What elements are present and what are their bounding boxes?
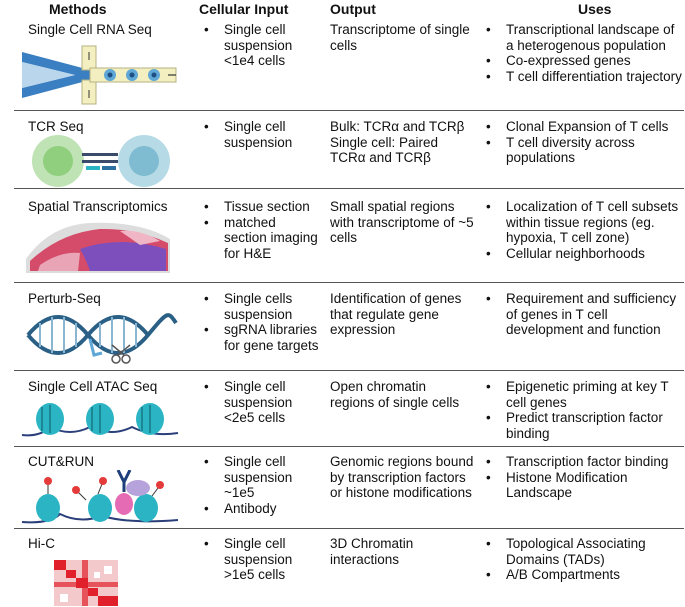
header-output: Output [330, 1, 376, 17]
contact-matrix-icon [54, 560, 118, 606]
input-item: Single cells suspension [200, 291, 320, 322]
input-item: Single cell suspension >1e5 cells [200, 536, 320, 583]
use-item: Histone Modification Landscape [482, 470, 682, 501]
use-item: Localization of T cell subsets within ti… [482, 199, 682, 246]
header-uses: Uses [578, 1, 612, 17]
antibody-nucleosome-icon [21, 470, 179, 524]
use-item: Predict transcription factor binding [482, 410, 682, 441]
row-divider [14, 188, 684, 189]
method-name: Single Cell ATAC Seq [28, 379, 158, 394]
row-divider [14, 370, 684, 371]
use-item: T cell differentiation trajectory [482, 69, 682, 85]
use-item: Co-expressed genes [482, 53, 682, 69]
use-item: Transcriptional landscape of a heterogen… [482, 22, 682, 53]
dna-scissors-icon [26, 313, 178, 364]
microfluidics-droplet-icon [22, 45, 177, 105]
t-cell-receptor-icon [32, 135, 170, 187]
output-text: 3D Chromatin interactions [330, 536, 414, 567]
output-text: Bulk: TCRα and TCRβ Single cell: Paired … [330, 119, 465, 165]
use-item: Topological Associating Domains (TADs) [482, 536, 682, 567]
input-item: Single cell suspension <1e4 cells [200, 22, 320, 69]
method-name: TCR Seq [28, 119, 84, 134]
use-item: Cellular neighborhoods [482, 246, 682, 262]
header-methods: Methods [49, 1, 107, 17]
output-text: Small spatial regions with transcriptome… [330, 199, 474, 245]
use-item: Requirement and sufficiency of genes in … [482, 291, 682, 338]
row-divider [14, 110, 684, 111]
use-item: Epigenetic priming at key T cell genes [482, 379, 682, 410]
input-item: Single cell suspension ~1e5 [200, 454, 320, 501]
use-item: A/B Compartments [482, 567, 682, 583]
header-cellular-input: Cellular Input [199, 1, 289, 17]
method-name: Hi-C [28, 536, 55, 551]
row-divider [14, 446, 684, 447]
input-item: Tissue section [200, 199, 320, 215]
input-item: matched section imaging for H&E [200, 215, 320, 262]
method-name: Single Cell RNA Seq [28, 22, 152, 37]
output-text: Identification of genes that regulate ge… [330, 291, 462, 337]
use-item: Transcription factor binding [482, 454, 682, 470]
input-item: Single cell suspension <2e5 cells [200, 379, 320, 426]
use-item: Clonal Expansion of T cells [482, 119, 682, 135]
row-divider [14, 528, 684, 529]
input-item: Antibody [200, 501, 320, 517]
nucleosome-icon [21, 403, 179, 437]
row-divider [14, 282, 684, 283]
output-text: Open chromatin regions of single cells [330, 379, 460, 410]
use-item: T cell diversity across populations [482, 135, 682, 166]
input-item: sgRNA libraries for gene targets [200, 322, 320, 353]
method-name: Perturb-Seq [28, 291, 101, 306]
input-item: Single cell suspension [200, 119, 295, 150]
output-text: Transcriptome of single cells [330, 22, 470, 53]
spatial-spot-array-icon [26, 222, 170, 273]
method-name: CUT&RUN [28, 454, 94, 469]
output-text: Genomic regions bound by transcription f… [330, 454, 474, 500]
method-name: Spatial Transcriptomics [28, 199, 168, 214]
